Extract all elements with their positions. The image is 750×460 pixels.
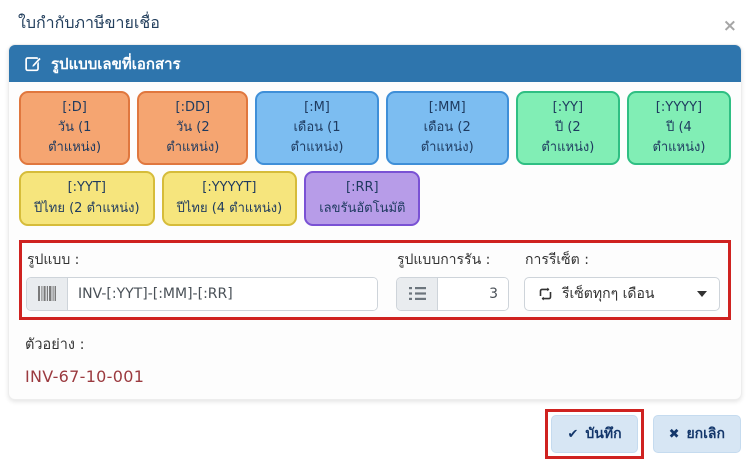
save-button[interactable]: ✔ บันทึก (551, 415, 638, 453)
token-code: [:M] (304, 100, 330, 115)
token-label: วัน (1 ตำแหน่ง) (48, 120, 102, 156)
cancel-button[interactable]: ✖ ยกเลิก (652, 415, 741, 453)
highlighted-form-row: รูปแบบ : (19, 239, 731, 320)
token-label: ปีไทย (4 ตำแหน่ง) (176, 200, 283, 216)
token-month1-button[interactable]: [:M] เดือน (1 ตำแหน่ง) (255, 91, 379, 166)
check-icon: ✔ (567, 426, 579, 442)
token-code: [:RR] (346, 180, 379, 196)
modal-title: ใบกำกับภาษีขายเชื่อ (18, 13, 160, 32)
cancel-button-label: ยกเลิก (686, 426, 725, 442)
document-number-format-panel: รูปแบบเลขที่เอกสาร [:D] วัน (1 ตำแหน่ง) … (8, 44, 742, 400)
caret-down-icon (697, 290, 707, 297)
format-input[interactable] (68, 277, 377, 310)
x-icon: ✖ (668, 426, 680, 442)
example-value: INV-67-10-001 (25, 366, 145, 386)
format-input-group (26, 276, 378, 311)
token-month2-button[interactable]: [:MM] เดือน (2 ตำแหน่ง) (385, 91, 509, 166)
token-row-2: [:YYT] ปีไทย (2 ตำแหน่ง) [:YYYYT] ปีไทย … (19, 171, 731, 226)
highlight-box-save: ✔ บันทึก (545, 409, 644, 459)
token-day1-button[interactable]: [:D] วัน (1 ตำแหน่ง) (19, 91, 131, 166)
token-thaiyear2-button[interactable]: [:YYT] ปีไทย (2 ตำแหน่ง) (19, 171, 155, 226)
run-format-input[interactable] (438, 277, 508, 310)
token-code: [:D] (62, 100, 87, 115)
panel-body: [:D] วัน (1 ตำแหน่ง) [:DD] วัน (2 ตำแหน่… (9, 82, 741, 386)
modal-titlebar: ใบกำกับภาษีขายเชื่อ × (0, 0, 750, 44)
close-icon[interactable]: × (722, 16, 737, 36)
token-day2-button[interactable]: [:DD] วัน (2 ตำแหน่ง) (137, 91, 249, 166)
run-format-field-group: รูปแบบการรัน : (396, 247, 509, 311)
token-label: เดือน (1 ตำแหน่ง) (290, 120, 344, 156)
run-format-label: รูปแบบการรัน : (397, 251, 491, 268)
token-code: [:YY] (552, 100, 584, 115)
token-running-number-button[interactable]: [:RR] เลขรันอัตโนมัติ (304, 171, 421, 226)
token-year4-button[interactable]: [:YYYY] ปี (4 ตำแหน่ง) (626, 91, 731, 166)
token-code: [:YYYYT] (202, 180, 257, 196)
repeat-icon (539, 287, 552, 301)
token-code: [:DD] (175, 100, 211, 115)
token-code: [:YYYY] (655, 100, 703, 115)
reset-selected-value: รีเซ็ตทุกๆ เดือน (562, 285, 655, 302)
token-thaiyear4-button[interactable]: [:YYYYT] ปีไทย (4 ตำแหน่ง) (161, 171, 298, 226)
example-label: ตัวอย่าง : (25, 336, 85, 353)
barcode-icon (27, 277, 68, 310)
token-label: เดือน (2 ตำแหน่ง) (420, 120, 474, 156)
token-label: ปี (4 ตำแหน่ง) (652, 120, 706, 156)
save-button-label: บันทึก (585, 426, 622, 442)
edit-icon (25, 57, 42, 72)
reset-label: การรีเซ็ต : (525, 251, 589, 268)
format-field-group: รูปแบบ : (26, 247, 381, 311)
token-row-1: [:D] วัน (1 ตำแหน่ง) [:DD] วัน (2 ตำแหน่… (19, 91, 731, 166)
ordered-list-icon (397, 277, 438, 310)
panel-header: รูปแบบเลขที่เอกสาร (9, 45, 741, 82)
reset-field-group: การรีเซ็ต : รีเซ็ตทุกๆ เดือน (524, 247, 720, 311)
token-year2-button[interactable]: [:YY] ปี (2 ตำแหน่ง) (515, 91, 620, 166)
token-code: [:YYT] (67, 180, 106, 196)
format-label: รูปแบบ : (27, 251, 80, 268)
modal-footer: ✔ บันทึก ✖ ยกเลิก (0, 409, 750, 459)
token-label: ปี (2 ตำแหน่ง) (541, 120, 595, 156)
panel-header-title: รูปแบบเลขที่เอกสาร (51, 54, 181, 73)
token-code: [:MM] (428, 100, 466, 115)
reset-select[interactable]: รีเซ็ตทุกๆ เดือน (524, 276, 720, 311)
token-label: ปีไทย (2 ตำแหน่ง) (34, 200, 140, 216)
token-label: เลขรันอัตโนมัติ (319, 200, 406, 216)
token-label: วัน (2 ตำแหน่ง) (166, 120, 220, 156)
run-format-input-group (396, 276, 509, 311)
